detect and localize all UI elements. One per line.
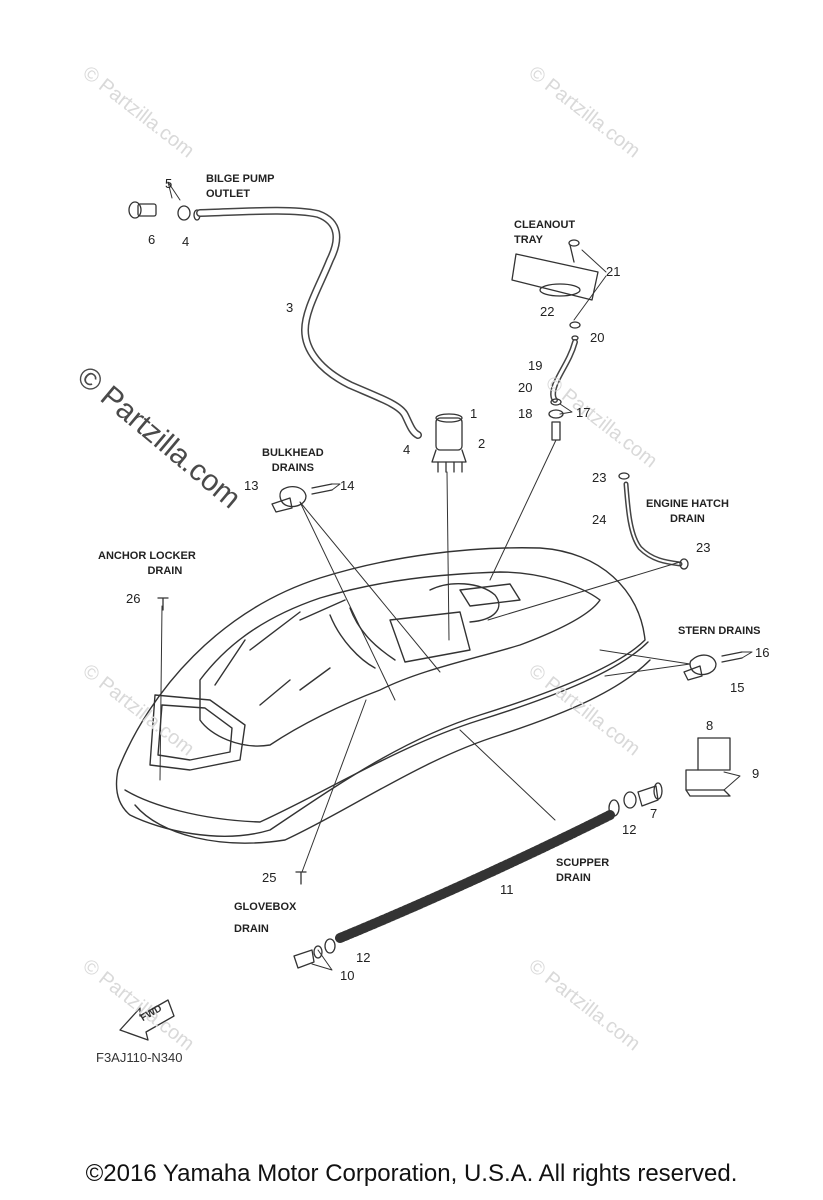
callout-11: 11	[500, 882, 514, 897]
callout-7: 7	[650, 806, 658, 821]
callout-25: 25	[262, 870, 277, 885]
scupper-fittings	[293, 782, 663, 969]
callout-4: 4	[182, 234, 190, 249]
callout-14: 14	[340, 478, 355, 493]
stern-drain-fitting	[683, 651, 743, 681]
callout-12: 12	[622, 822, 637, 837]
diagram-code: F3AJ110-N340	[96, 1050, 183, 1065]
callout-20: 20	[518, 380, 533, 395]
label-stern-drains: STERN DRAINS	[678, 625, 761, 637]
callout-8: 8	[706, 718, 714, 733]
fwd-arrow	[119, 999, 175, 1041]
callout-19: 19	[528, 358, 543, 373]
callout-5: 5	[165, 176, 173, 191]
callout-3: 3	[286, 300, 294, 315]
callout-12: 12	[356, 950, 371, 965]
callout-13: 13	[244, 478, 259, 493]
callout-1: 1	[470, 406, 478, 421]
callout-22: 22	[540, 304, 555, 319]
bulkhead-drain-fitting	[271, 483, 333, 513]
callout-10: 10	[340, 968, 355, 983]
callout-6: 6	[148, 232, 156, 247]
callout-24: 24	[592, 512, 607, 527]
outlet-fitting	[128, 201, 201, 221]
callout-15: 15	[730, 680, 745, 695]
leader-lines	[159, 181, 753, 971]
copyright-notice: ©2016 Yamaha Motor Corporation, U.S.A. A…	[85, 1160, 738, 1187]
callout-26: 26	[126, 591, 141, 606]
cleanout-tray	[511, 239, 599, 341]
callout-9: 9	[752, 766, 760, 781]
callout-23: 23	[592, 470, 607, 485]
callout-17: 17	[576, 405, 591, 420]
callout-16: 16	[755, 645, 770, 660]
scupper-hose	[335, 810, 615, 943]
callout-20: 20	[590, 330, 605, 345]
bilge-pump	[431, 413, 467, 473]
callout-21: 21	[606, 264, 621, 279]
callout-23: 23	[696, 540, 711, 555]
callout-2: 2	[478, 436, 486, 451]
callout-4: 4	[403, 442, 411, 457]
bracket	[685, 737, 731, 797]
callout-18: 18	[518, 406, 533, 421]
